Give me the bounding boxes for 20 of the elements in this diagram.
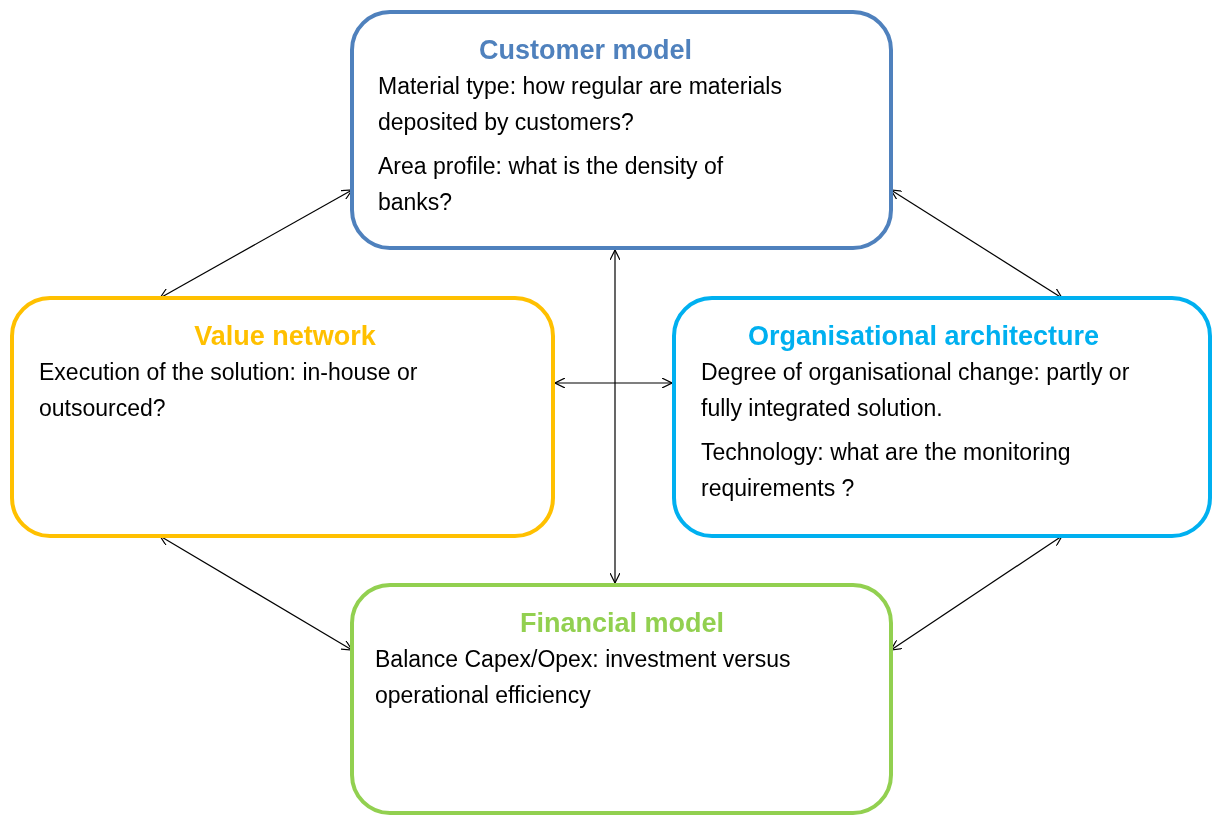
rounded-box bbox=[350, 583, 893, 815]
rounded-box bbox=[350, 10, 893, 250]
box-text: Degree of organisational change: partly or fully integrated solution. bbox=[701, 358, 1131, 423]
double-headed-arrow bbox=[890, 189, 1063, 299]
double-headed-arrow bbox=[159, 189, 353, 299]
box-text: Balance Capex/Opex: investment versus operational efficiency bbox=[375, 645, 792, 710]
box-heading: Value network bbox=[193, 320, 377, 353]
box-heading: Customer model bbox=[477, 34, 693, 67]
double-headed-arrow bbox=[609, 249, 621, 584]
box-text: Execution of the solution: in-house or outsourced? bbox=[39, 358, 419, 423]
double-headed-arrow bbox=[159, 535, 353, 651]
box-text: Technology: what are the monitoring requirements ? bbox=[701, 438, 1072, 503]
rounded-box bbox=[672, 296, 1212, 538]
box-text: Material type: how regular are materials deposited by customers? bbox=[378, 72, 783, 137]
rounded-box bbox=[10, 296, 555, 538]
box-heading: Financial model bbox=[518, 607, 725, 640]
box-heading: Organisational architecture bbox=[746, 320, 1101, 353]
double-headed-arrow bbox=[554, 377, 673, 389]
double-headed-arrow bbox=[890, 535, 1063, 651]
box-text: Area profile: what is the density of banks? bbox=[378, 152, 725, 217]
